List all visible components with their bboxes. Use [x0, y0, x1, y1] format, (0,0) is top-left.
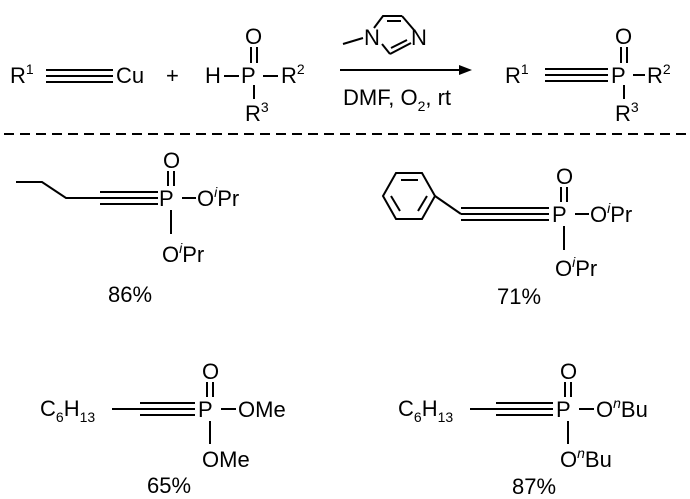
- ring-double-bond-lower: [389, 42, 412, 55]
- example-2-p-o-double-bond: [560, 187, 568, 202]
- catalyst-n-methylimidazole: N N: [342, 15, 427, 55]
- ring-bond-lower-left: [381, 43, 391, 55]
- o-label: O: [245, 24, 262, 49]
- p-o-double-bond: [250, 47, 258, 63]
- methyl-bond: [342, 37, 364, 45]
- example-3-p-label: P: [198, 397, 213, 422]
- reactant-phosphine-oxide: H P O R2 R3: [205, 24, 305, 126]
- example-3-ester-2: OMe: [202, 447, 250, 472]
- example-4-yield: 87%: [512, 474, 556, 499]
- r2-label: R2: [281, 61, 305, 88]
- example-4-p-label: P: [556, 397, 571, 422]
- h-label: H: [205, 63, 221, 88]
- propyl-chain: [16, 181, 100, 199]
- reaction-arrow: [340, 65, 472, 75]
- example-1-o-label: O: [163, 148, 180, 173]
- example-3-chain: C6H13: [40, 396, 95, 425]
- example-3-o-label: O: [202, 359, 219, 384]
- example-1-ester-1: OiPr: [197, 184, 239, 211]
- example-1-p-o-double-bond: [167, 171, 175, 186]
- n3-label: N: [411, 25, 427, 50]
- example-4-p-o-double-bond: [564, 382, 572, 397]
- n1-label: N: [364, 25, 380, 50]
- example-1-ester-2: OiPr: [162, 240, 204, 267]
- example-4-ester-1: OnBu: [596, 395, 648, 422]
- example-3-yield: 65%: [147, 473, 191, 498]
- ring-bond-upper: [373, 15, 402, 29]
- example-4-o-label: O: [560, 359, 577, 384]
- triple-bond: [46, 69, 113, 83]
- example-3: C6H13 P O OMe OMe 65%: [40, 359, 286, 498]
- r3-label: R3: [245, 99, 269, 126]
- copper-label: Cu: [116, 63, 144, 88]
- r1-label: R1: [10, 61, 34, 88]
- product-p-label: P: [611, 63, 626, 88]
- example-2-ester-2: OiPr: [555, 254, 597, 281]
- phenyl-alkyne-bond: [434, 195, 462, 215]
- example-2: P O OiPr OiPr 71%: [381, 164, 632, 309]
- benzene-inner-bond-2: [417, 195, 428, 212]
- example-1-triple-bond: [100, 191, 158, 205]
- example-2-triple-bond: [461, 207, 549, 221]
- example-4-triple-bond: [496, 402, 553, 416]
- example-4: C6H13 P O OnBu OnBu 87%: [398, 359, 648, 499]
- example-4-ester-2: OnBu: [560, 445, 612, 472]
- product-triple-bond: [545, 68, 608, 82]
- reaction-conditions: DMF, O2, rt: [343, 85, 451, 114]
- product-o-label: O: [615, 24, 632, 49]
- example-3-ester-1: OMe: [238, 397, 286, 422]
- ring-bond-c-n: [401, 15, 415, 31]
- example-1: P O OiPr OiPr 86%: [16, 148, 239, 307]
- example-2-ester-1: OiPr: [590, 200, 632, 227]
- plus-sign: +: [166, 63, 179, 88]
- product-r3-label: R3: [615, 99, 639, 126]
- p-label: P: [241, 63, 256, 88]
- ring-double-bond-lower-inner: [390, 39, 408, 49]
- benzene-inner-bond-3: [390, 195, 401, 212]
- product-alkynyl-phosphine-oxide: R1 P O R2 R3: [505, 24, 671, 126]
- example-3-triple-bond: [140, 402, 195, 416]
- product-r1-label: R1: [505, 61, 529, 88]
- example-2-yield: 71%: [497, 284, 541, 309]
- example-1-yield: 86%: [108, 282, 152, 307]
- product-r2-label: R2: [647, 61, 671, 88]
- example-4-chain: C6H13: [398, 396, 453, 425]
- example-2-o-label: O: [556, 164, 573, 189]
- reactant-alkynyl-copper: R1 Cu: [10, 61, 144, 88]
- example-3-p-o-double-bond: [206, 382, 214, 397]
- example-2-p-label: P: [552, 202, 567, 227]
- product-p-o-double-bond: [620, 47, 628, 63]
- example-1-p-label: P: [159, 186, 174, 211]
